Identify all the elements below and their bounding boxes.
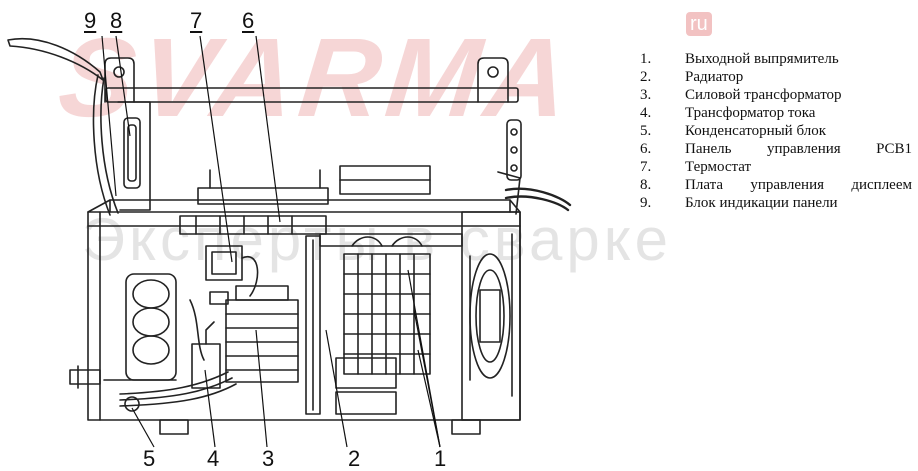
legend-number: 4.	[640, 105, 652, 121]
callout-9: 9	[84, 8, 97, 33]
leader-4	[204, 369, 216, 448]
carry-strap-lower	[92, 74, 111, 216]
leader-1b	[413, 309, 441, 448]
leader-9	[101, 35, 117, 197]
legend-text: Плата управления дисплеем	[685, 177, 912, 193]
legend-number: 5.	[640, 123, 652, 139]
callout-1: 1	[434, 446, 447, 471]
carry-strap	[7, 38, 104, 81]
leader-2	[325, 329, 348, 448]
legend-number: 8.	[640, 177, 652, 193]
legend-item: 8. Плата управления дисплеем	[640, 176, 912, 194]
callout-6: 6	[242, 8, 255, 33]
legend-text: Панель управления PCB1	[685, 141, 912, 157]
legend-item: 9. Блок индикации панели	[640, 194, 912, 212]
legend-number: 2.	[640, 69, 652, 85]
callout-3: 3	[262, 446, 275, 471]
handle-bracket-right	[477, 57, 509, 103]
legend-number: 1.	[640, 51, 652, 67]
callout-4: 4	[207, 446, 220, 471]
callout-7: 7	[190, 8, 203, 33]
callout-5: 5	[143, 446, 156, 471]
housing	[87, 211, 521, 421]
legend-text: Силовой трансформатор	[685, 87, 842, 103]
leader-8	[115, 35, 131, 137]
thermostat	[205, 245, 243, 281]
legend-text: Выходной выпрямитель	[685, 51, 839, 67]
legend-number: 7.	[640, 159, 652, 175]
callout-8: 8	[110, 8, 123, 33]
legend-text: Трансформатор тока	[685, 105, 816, 121]
legend-text: Радиатор	[685, 69, 744, 85]
watermark-superscript: ru	[686, 12, 712, 36]
legend-number: 3.	[640, 87, 652, 103]
legend-text: Блок индикации панели	[685, 195, 838, 211]
component-legend: 1. Выходной выпрямитель 2. Радиатор 3. С…	[640, 50, 912, 212]
legend-item: 1. Выходной выпрямитель	[640, 50, 912, 68]
legend-number: 9.	[640, 195, 652, 211]
legend-item: 3. Силовой трансформатор	[640, 86, 912, 104]
control-board-pcb1	[179, 215, 327, 235]
leader-5	[131, 407, 155, 448]
legend-item: 4. Трансформатор тока	[640, 104, 912, 122]
capacitor-terminal	[124, 396, 140, 412]
rear-panel	[461, 211, 521, 421]
foot-right	[451, 419, 481, 435]
front-display-panel	[117, 101, 151, 211]
foot-left	[159, 419, 189, 435]
legend-text: Конденсаторный блок	[685, 123, 826, 139]
legend-number: 6.	[640, 141, 652, 157]
radiator	[305, 235, 321, 415]
leader-3	[255, 329, 268, 448]
leader-6	[255, 35, 281, 223]
legend-item: 6. Панель управления PCB1	[640, 140, 912, 158]
legend-text: Термостат	[685, 159, 752, 175]
callout-2: 2	[348, 446, 361, 471]
leader-7	[199, 35, 233, 263]
legend-item: 7. Термостат	[640, 158, 912, 176]
legend-item: 2. Радиатор	[640, 68, 912, 86]
leader-1c	[417, 349, 441, 448]
legend-item: 5. Конденсаторный блок	[640, 122, 912, 140]
top-handle-bar	[105, 87, 519, 103]
rear-cable-1	[504, 187, 572, 207]
